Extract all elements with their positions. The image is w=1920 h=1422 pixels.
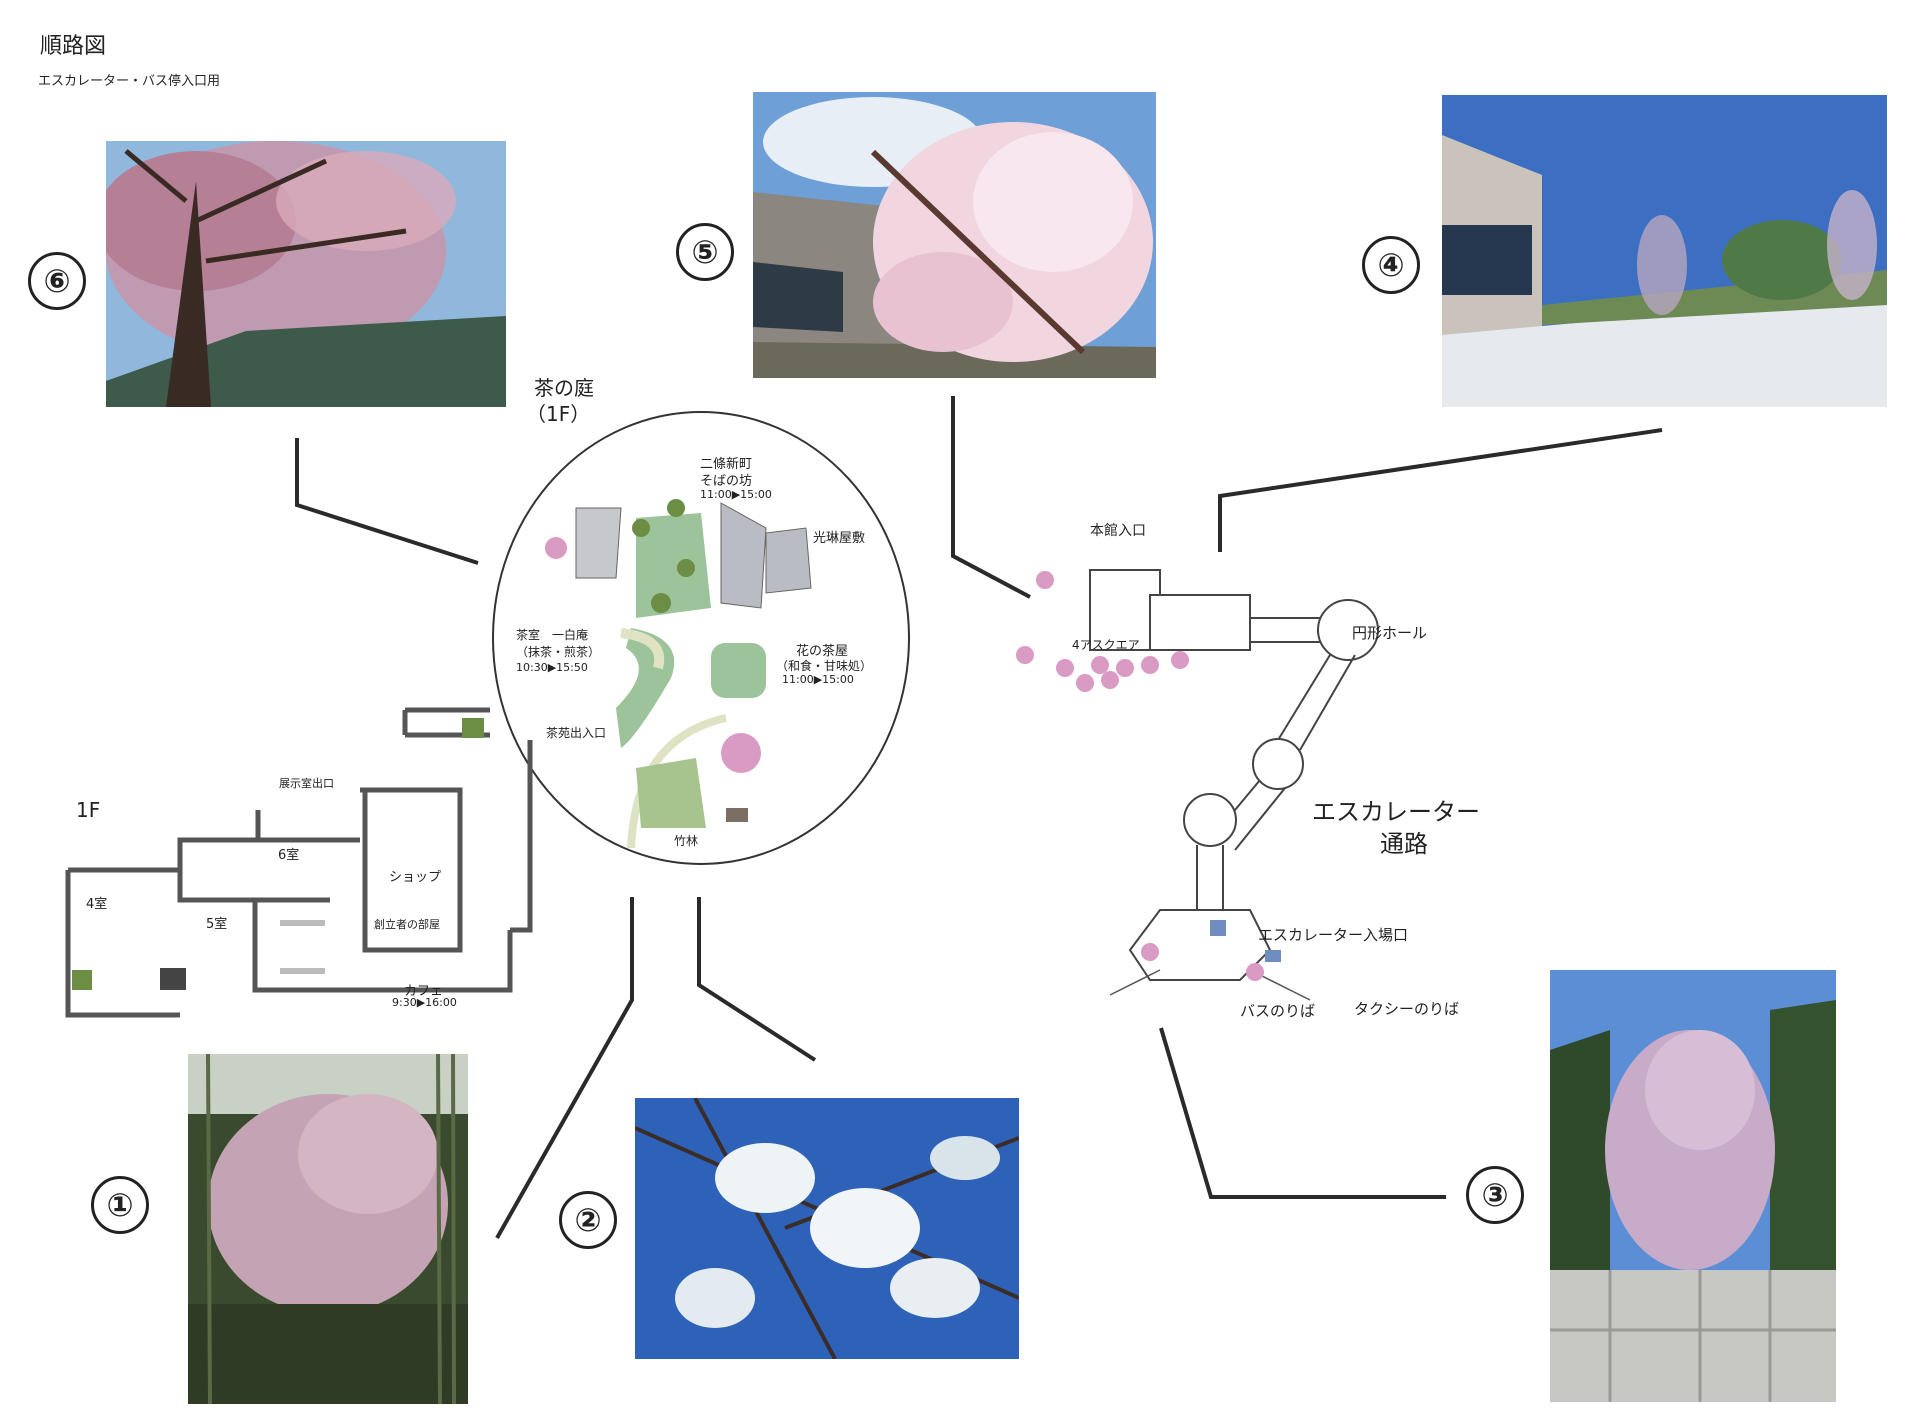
marker-2: ② [559, 1191, 617, 1249]
tearoom-menu: （抹茶・煎茶） [516, 645, 601, 659]
main-entrance: 本館入口 [1090, 523, 1146, 539]
soba-name-line2: そばの坊 [700, 474, 753, 489]
escalator-label-line2: 通路 [1380, 830, 1428, 858]
bamboo-forest: 竹林 [674, 834, 699, 848]
tearoom-name: 茶室 一白庵 [516, 628, 589, 642]
soba-name-line1: 二條新町 [700, 457, 753, 472]
shop: ショップ [389, 870, 442, 885]
photo-1-cherry-bamboo-forest [188, 1054, 468, 1404]
hana-chaya-name: 花の茶屋 [796, 644, 849, 659]
floor-1f-label: 1F [76, 798, 101, 822]
marker-4: ④ [1362, 236, 1420, 294]
hana-chaya-menu: （和食・甘味処） [776, 659, 873, 673]
marker-5: ⑤ [676, 223, 734, 281]
garden-entrance: 茶苑出入口 [546, 726, 607, 740]
founder-room: 創立者の部屋 [374, 918, 440, 931]
korin-yashiki: 光琳屋敷 [813, 531, 866, 546]
soba-hours: 11:00▶15:00 [700, 488, 772, 501]
photo-3-cherry-stone-wall [1550, 970, 1836, 1402]
garden-floor: （1F） [526, 402, 591, 426]
photo-2-white-blossoms [635, 1098, 1019, 1359]
room-4: 4室 [86, 897, 108, 912]
cafe: カフェ [404, 984, 444, 999]
exhibit-exit: 展示室出口 [279, 777, 334, 790]
page-title: 順路図 [40, 34, 107, 59]
taxi-stand: タクシーのりば [1354, 1000, 1460, 1018]
room-6: 6室 [278, 848, 300, 863]
page-subtitle: エスカレーター・バス停入口用 [38, 74, 221, 89]
tearoom-hours: 10:30▶15:50 [516, 661, 588, 674]
escalator-label-line1: エスカレーター [1312, 798, 1480, 826]
garden-name: 茶の庭 [534, 376, 594, 400]
marker-3: ③ [1466, 1166, 1524, 1224]
photo-5-cherry-blossoms-building [753, 92, 1156, 378]
garden-map [492, 411, 910, 865]
photo-4-museum-building [1442, 95, 1887, 407]
escalator-entrance: エスカレーター入場口 [1258, 926, 1409, 944]
square-label: 4アスクエア [1072, 638, 1140, 652]
photo-6-weeping-cherry [106, 141, 506, 407]
cafe-hours: 9:30▶16:00 [392, 996, 457, 1009]
marker-6: ⑥ [28, 252, 86, 310]
bus-stop: バスのりば [1240, 1002, 1316, 1020]
escalator-route-diagram [1016, 569, 1379, 1001]
hana-chaya-hours: 11:00▶15:00 [782, 673, 854, 686]
round-hall: 円形ホール [1352, 624, 1428, 642]
room-5: 5室 [206, 917, 228, 932]
marker-1: ① [91, 1176, 149, 1234]
floorplan-1f [65, 707, 533, 1018]
